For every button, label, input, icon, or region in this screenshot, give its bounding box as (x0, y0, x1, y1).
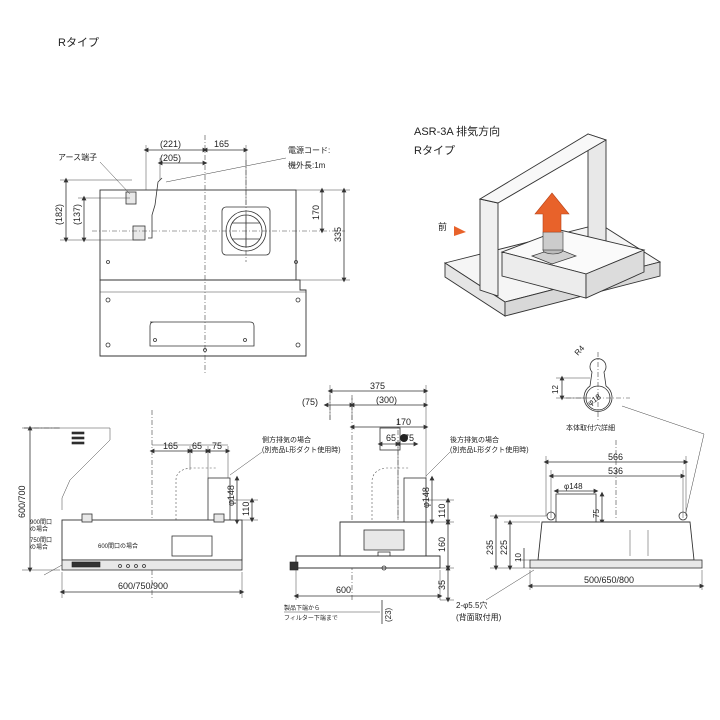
dim-566: 566 (608, 452, 623, 462)
side-view: 375 (75) (300) 170 65 75 φ148 110 160 35… (284, 381, 529, 624)
label-600: 600間口の場合 (98, 542, 138, 550)
top-view-filter-outline (149, 321, 255, 347)
dim-phi18: φ18 (586, 392, 603, 408)
dim-160: 160 (437, 537, 447, 552)
dim-221: (221) (160, 139, 181, 149)
label-750-case: の場合 (30, 543, 48, 551)
label-cord-length: 機外長:1m (288, 160, 326, 170)
page-title: Rタイプ (58, 37, 99, 49)
side-cord-icon (400, 434, 408, 442)
dim-65-front: 65 (192, 441, 202, 451)
dim-phi148-mount: φ148 (564, 482, 583, 491)
top-view-hood (99, 279, 307, 357)
label-bottom-from: 製品下端から (284, 604, 320, 612)
front-view: 600/700 165 65 75 φ148 110 600/750/900 側… (17, 410, 341, 600)
terminal-block (132, 225, 146, 241)
dim-10: 10 (514, 553, 523, 562)
dim-600-side: 600 (336, 585, 351, 595)
label-bottom-to: フィルター下端まで (284, 614, 338, 622)
dim-23: (23) (384, 607, 393, 622)
mount-base (529, 559, 703, 569)
side-hood-lip (295, 555, 441, 569)
label-side-exhaust: 側方排気の場合 (262, 435, 311, 444)
dim-110-side: 110 (437, 504, 447, 518)
dim-182: (182) (54, 204, 64, 225)
label-900: 900間口 (30, 519, 52, 526)
dim-165-front: 165 (163, 441, 178, 451)
dim-width-mount: 500/650/800 (584, 575, 634, 585)
mount-body (537, 521, 695, 561)
label-mount-holes: 2-φ5.5穴 (456, 600, 487, 610)
dim-75-paren: (75) (302, 397, 318, 407)
label-750: 750間口 (30, 537, 52, 544)
dim-phi148-front: φ148 (226, 485, 236, 506)
front-label: 前 (438, 221, 447, 232)
dim-300: (300) (376, 395, 397, 405)
label-hole-detail: 本体取付穴詳細 (566, 423, 615, 432)
dim-width-front: 600/750/900 (118, 581, 168, 591)
dim-170-side: 170 (396, 417, 411, 427)
dim-335: 335 (333, 227, 343, 242)
label-900-case: の場合 (30, 525, 48, 533)
front-arrow-icon (454, 226, 466, 236)
label-rear-exhaust-note: (別売品L形ダクト使用時) (450, 445, 529, 454)
dim-12: 12 (551, 385, 560, 394)
isometric-subtitle: Rタイプ (414, 145, 455, 157)
front-vent-slits (71, 431, 85, 445)
top-view: (221) (205) 165 (182) (137) 170 335 アース端… (54, 135, 350, 375)
dim-137: (137) (72, 204, 82, 225)
isometric-title: ASR-3A 排気方向 (414, 126, 501, 138)
dim-165: 165 (214, 139, 229, 149)
dim-536: 536 (608, 466, 623, 476)
dim-205: (205) (160, 153, 181, 163)
front-body (61, 519, 243, 561)
dim-235: 235 (485, 540, 495, 555)
label-side-exhaust-note: (別売品L形ダクト使用時) (262, 445, 341, 454)
label-earth-terminal: アース端子 (58, 152, 97, 162)
mount-duct (555, 493, 597, 523)
side-motor (363, 529, 405, 551)
dim-170: 170 (311, 205, 321, 220)
dim-35: 35 (437, 580, 447, 590)
dim-65-side: 65 (386, 433, 396, 443)
exhaust-arrow-icon (534, 192, 570, 233)
mount-hole-detail (583, 358, 613, 412)
dim-phi148-side: φ148 (421, 487, 431, 508)
label-rear-exhaust: 後方排気の場合 (450, 435, 499, 444)
dim-75-mount: 75 (592, 509, 601, 518)
dim-375: 375 (370, 381, 385, 391)
mount-view: R4 12 φ18 本体取付穴詳細 566 536 φ148 75 235 (456, 343, 705, 622)
isometric-view: 前 (438, 133, 662, 317)
dim-r4: R4 (573, 343, 587, 357)
dim-75-front: 75 (212, 441, 222, 451)
label-power-cord: 電源コード: (288, 146, 330, 155)
label-rear-mount: (背面取付用) (456, 612, 502, 622)
dim-75-side: 75 (404, 433, 414, 443)
dim-600-700: 600/700 (17, 485, 27, 518)
dim-110-front: 110 (241, 502, 251, 516)
dim-225: 225 (499, 540, 509, 555)
